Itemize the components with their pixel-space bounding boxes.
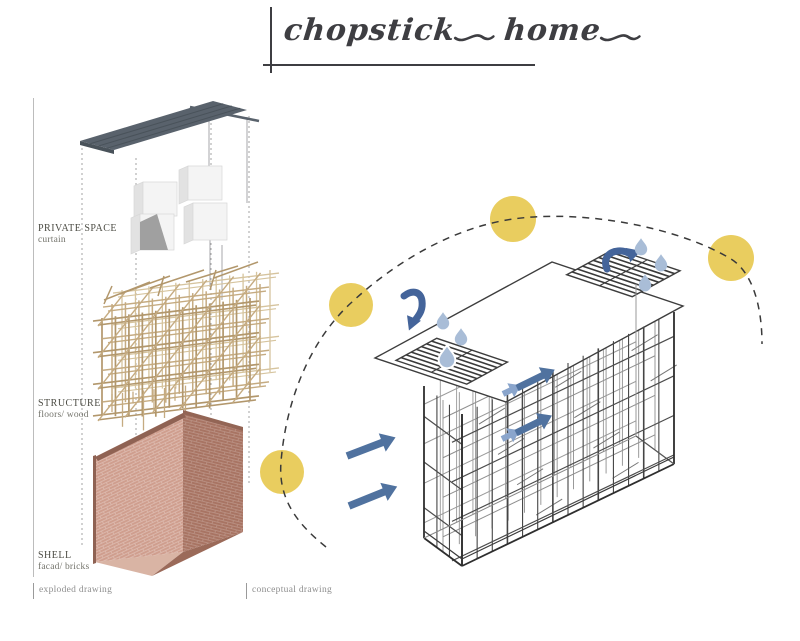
droplet-icon xyxy=(454,328,468,346)
rain-in-arrow-icon xyxy=(400,288,426,323)
sun-icons xyxy=(260,196,754,494)
label-title: STRUCTURE xyxy=(38,398,101,409)
title-left-rule xyxy=(270,7,272,73)
label-subtitle: floors/ wood xyxy=(38,409,89,420)
wood-structure xyxy=(92,261,280,431)
brick-shell xyxy=(93,410,243,576)
wind-arrow-icon xyxy=(345,433,396,460)
rain-in-arrow-head xyxy=(407,315,421,331)
wind-arrow-icon xyxy=(347,482,398,510)
droplet-icon xyxy=(638,274,652,292)
label-title: SHELL xyxy=(38,550,72,561)
droplet-icon xyxy=(437,343,457,370)
caption-conceptual-drawing: conceptual drawing xyxy=(246,583,332,599)
airflow-arrow-icon xyxy=(514,413,552,437)
droplet-icon xyxy=(634,238,648,256)
droplet-icon xyxy=(654,254,668,272)
label-private-space: PRIVATE SPACE curtain xyxy=(38,223,117,246)
label-subtitle: facad/ bricks xyxy=(38,561,90,572)
sun-icon xyxy=(329,283,373,327)
roof-slab xyxy=(80,101,260,154)
sun-icon xyxy=(260,450,304,494)
label-structure: STRUCTURE floors/ wood xyxy=(38,398,101,421)
conceptual-drawing xyxy=(260,196,763,567)
swash-icon xyxy=(599,33,641,41)
curtain-cubes xyxy=(130,165,228,255)
title-underline xyxy=(263,64,535,66)
airflow-arrow-icon xyxy=(500,428,520,443)
page-title: chopstick home xyxy=(282,13,652,48)
exploded-drawing xyxy=(80,101,280,576)
wind-arrows xyxy=(345,247,641,510)
label-title: PRIVATE SPACE xyxy=(38,223,118,234)
left-margin-rule xyxy=(33,98,34,577)
swash-icon xyxy=(454,33,495,41)
airflow-arrow-icon xyxy=(515,367,555,392)
sun-icon xyxy=(490,196,536,242)
droplet-icon xyxy=(436,312,450,330)
label-shell: SHELL facad/ bricks xyxy=(38,550,89,573)
sun-icon xyxy=(708,235,754,281)
label-subtitle: curtain xyxy=(38,234,66,245)
caption-exploded-drawing: exploded drawing xyxy=(33,583,112,599)
air-out-arrow-icon xyxy=(602,247,634,273)
rain-droplets xyxy=(436,238,668,370)
airflow-arrow-icon xyxy=(501,383,521,398)
